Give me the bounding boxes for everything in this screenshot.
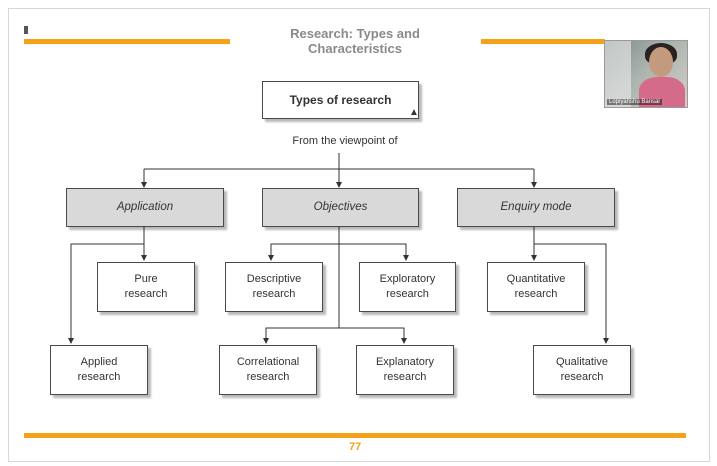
participant-video-thumbnail[interactable]: Lopiyanshu Bansal [604, 40, 688, 108]
participant-face [649, 47, 673, 77]
leaf-qualitative-research: Qualitative research [533, 345, 631, 395]
category-objectives: Objectives [262, 188, 419, 227]
leaf-quantitative-research: Quantitative research [487, 262, 585, 312]
leaf-explanatory-research: Explanatory research [356, 345, 454, 395]
diagram-subtitle: From the viewpoint of [292, 135, 398, 147]
diagram-root-box: Types of research [262, 81, 419, 119]
category-enquiry-mode: Enquiry mode [457, 188, 615, 227]
video-background [605, 41, 631, 107]
header-accent-bar-left [24, 39, 230, 44]
slide-marker-icon [24, 26, 28, 34]
slide-title: Research: Types and Characteristics [290, 26, 420, 56]
leaf-pure-research: Pure research [97, 262, 195, 312]
footer-accent-bar [24, 433, 686, 438]
mouse-cursor-icon: ▲ [409, 107, 419, 118]
participant-body [639, 77, 685, 107]
category-application: Application [66, 188, 224, 227]
header-accent-bar-right [481, 39, 605, 44]
page-number: 77 [349, 441, 362, 453]
leaf-correlational-research: Correlational research [219, 345, 317, 395]
leaf-descriptive-research: Descriptive research [225, 262, 323, 312]
leaf-applied-research: Applied research [50, 345, 148, 395]
leaf-exploratory-research: Exploratory research [359, 262, 456, 312]
participant-name: Lopiyanshu Bansal [607, 99, 662, 105]
